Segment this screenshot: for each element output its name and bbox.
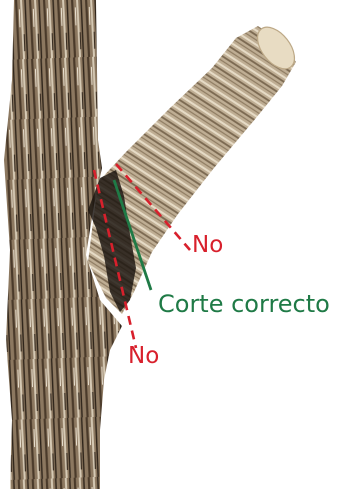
wrong-cut-label-lower: No bbox=[128, 345, 159, 368]
wrong-cut-label-upper: No bbox=[192, 234, 223, 257]
correct-cut-label: Corte correcto bbox=[158, 292, 330, 316]
